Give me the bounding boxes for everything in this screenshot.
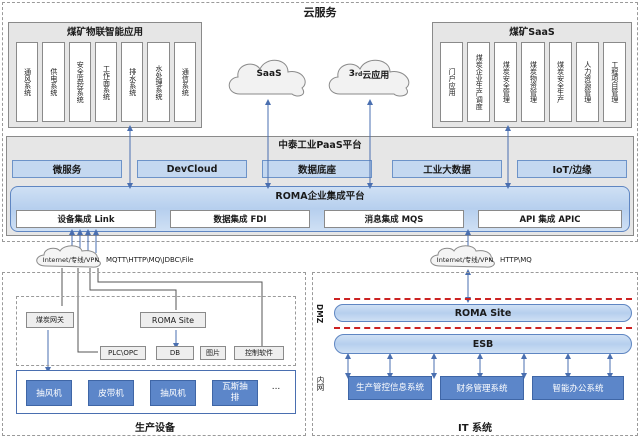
iot-app-item: 安全监控系统	[68, 42, 91, 122]
esb-label: ESB	[472, 338, 494, 350]
left-protocols-label: MQTT\HTTP\MQ\JDBC\File	[106, 256, 194, 264]
paas-module-devcloud: DevCloud	[137, 160, 247, 178]
iot-app-item: 供电系统	[42, 42, 65, 122]
iot-app-item: 水处理系统	[147, 42, 170, 122]
it-system-finance: 财务管理系统	[440, 376, 524, 400]
roma-site-it-bar: ROMA Site	[334, 304, 632, 322]
iot-apps-title: 煤矿物联智能应用	[66, 27, 143, 38]
third-party-cloud-icon	[328, 59, 410, 97]
integration-data-fdi: 数据集成 FDI	[170, 210, 310, 228]
iot-app-item: 通信系统	[173, 42, 196, 122]
dmz-label: DMZ	[315, 304, 324, 324]
cloud-service-region	[2, 2, 638, 242]
it-system-smart-office: 智能办公系统	[532, 376, 624, 400]
roma-site-edge-box: ROMA Site	[140, 312, 206, 328]
integration-device-link: 设备集成 Link	[16, 210, 156, 228]
interface-plc-opc: PLC\OPC	[100, 346, 146, 360]
cloud-service-title: 云服务	[303, 6, 337, 19]
iot-app-item: 通风系统	[16, 42, 39, 122]
it-region	[312, 272, 638, 436]
mine-saas-columns: 门户应用 煤炭企业生产调度 煤炭安全管理 煤炭物资管理 煤炭安全生产 人力资源管…	[440, 42, 626, 122]
mine-saas-item: 煤炭安全管理	[494, 42, 518, 122]
device-gas-extraction: 瓦斯抽排	[212, 380, 258, 406]
device-exhaust-fan-2: 抽风机	[150, 380, 196, 406]
dmz-bottom-line	[334, 327, 632, 329]
device-belt-conveyor: 皮带机	[88, 380, 134, 406]
interface-control-software: 控制软件	[234, 346, 284, 360]
device-exhaust-fan-1: 抽风机	[26, 380, 72, 406]
devices-more: ...	[271, 382, 281, 392]
mine-saas-item: 工程项目管理	[602, 42, 626, 122]
paas-module-microservice: 微服务	[12, 160, 122, 178]
intranet-label: 内网	[316, 376, 325, 391]
paas-platform-title: 中泰工业PaaS平台	[278, 140, 362, 151]
roma-platform-title: ROMA企业集成平台	[275, 191, 365, 202]
mine-saas-item: 煤炭物资管理	[521, 42, 545, 122]
integration-message-mqs: 消息集成 MQS	[324, 210, 464, 228]
mine-saas-item: 人力资源管理	[575, 42, 599, 122]
iot-apps-columns: 通风系统 供电系统 安全监控系统 工作面系统 排水系统 水处理系统 通信系统	[16, 42, 196, 122]
dmz-top-line	[334, 298, 632, 300]
it-system-production-control: 生产管控信息系统	[348, 376, 432, 400]
iot-app-item: 工作面系统	[94, 42, 118, 122]
paas-module-iot-edge: IoT/边缘	[517, 160, 627, 178]
production-region	[2, 272, 306, 436]
production-edge-area	[16, 296, 296, 366]
interface-image: 图片	[200, 346, 226, 360]
integration-api-apic: API 集成 APIC	[478, 210, 622, 228]
production-title: 生产设备	[135, 422, 175, 434]
roma-site-it-label: ROMA Site	[454, 307, 512, 319]
it-title: IT 系统	[457, 422, 493, 434]
mine-saas-item: 门户应用	[440, 42, 464, 122]
mine-saas-item: 煤炭企业生产调度	[467, 42, 491, 122]
right-protocols-label: HTTP\MQ	[500, 256, 532, 264]
right-network-label: Internet/专线/VPN	[436, 256, 494, 264]
mine-saas-title: 煤矿SaaS	[509, 27, 555, 38]
esb-bar: ESB	[334, 334, 632, 354]
left-network-label: Internet/专线/VPN	[42, 256, 100, 264]
saas-cloud-icon	[228, 59, 306, 97]
saas-cloud-label: SaaS	[256, 69, 282, 79]
coal-gateway-box: 煤炭网关	[26, 312, 74, 328]
mine-saas-item: 煤炭安全生产	[548, 42, 572, 122]
paas-module-industrial-bigdata: 工业大数据	[392, 160, 502, 178]
interface-db: DB	[156, 346, 194, 360]
iot-app-item: 排水系统	[121, 42, 144, 122]
